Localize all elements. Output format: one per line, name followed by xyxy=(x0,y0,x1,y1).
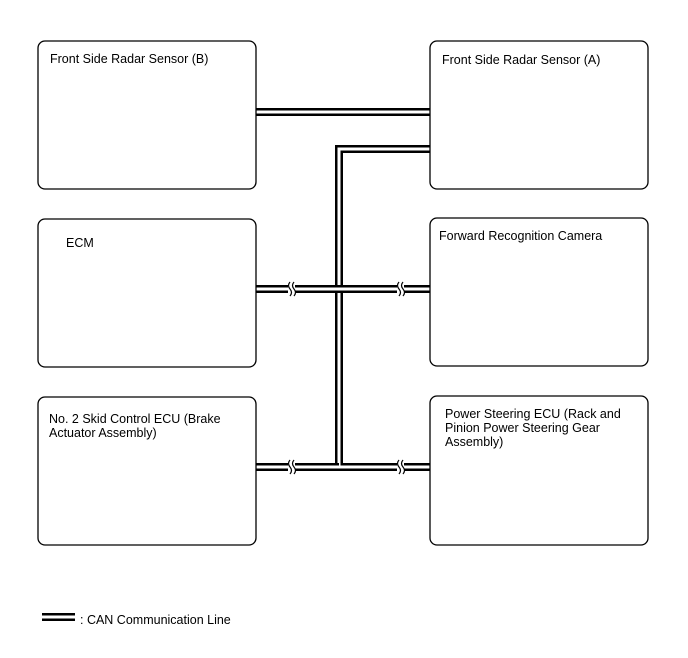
module-box xyxy=(429,217,649,367)
wire-break-marks xyxy=(287,281,406,475)
module-label: Front Side Radar Sensor (A) xyxy=(442,53,600,67)
legend: : CAN Communication Line xyxy=(42,613,231,627)
module-box xyxy=(37,40,257,190)
module-box xyxy=(37,218,257,368)
break-mark xyxy=(287,281,297,297)
break-mark xyxy=(287,459,297,475)
module-label: No. 2 Skid Control ECU (Brake Actuator A… xyxy=(49,412,224,440)
break-mark xyxy=(396,459,406,475)
module-forward-recognition-camera: Forward Recognition Camera xyxy=(429,217,649,367)
module-label: Power Steering ECU (Rack and Pinion Powe… xyxy=(445,407,624,449)
legend-label: : CAN Communication Line xyxy=(80,613,231,627)
module-skid-control-ecu: No. 2 Skid Control ECU (Brake Actuator A… xyxy=(37,396,257,546)
module-front-side-radar-a: Front Side Radar Sensor (A) xyxy=(429,40,649,190)
module-box xyxy=(37,396,257,546)
module-label: Forward Recognition Camera xyxy=(439,229,602,243)
break-mark xyxy=(396,281,406,297)
module-front-side-radar-b: Front Side Radar Sensor (B) xyxy=(37,40,257,190)
can-bus-wiring xyxy=(256,108,431,471)
module-box xyxy=(429,395,649,546)
module-label: ECM xyxy=(66,236,94,250)
module-power-steering-ecu: Power Steering ECU (Rack and Pinion Powe… xyxy=(429,395,649,546)
module-ecm: ECM xyxy=(37,218,257,368)
module-box xyxy=(429,40,649,190)
module-label: Front Side Radar Sensor (B) xyxy=(50,52,208,66)
